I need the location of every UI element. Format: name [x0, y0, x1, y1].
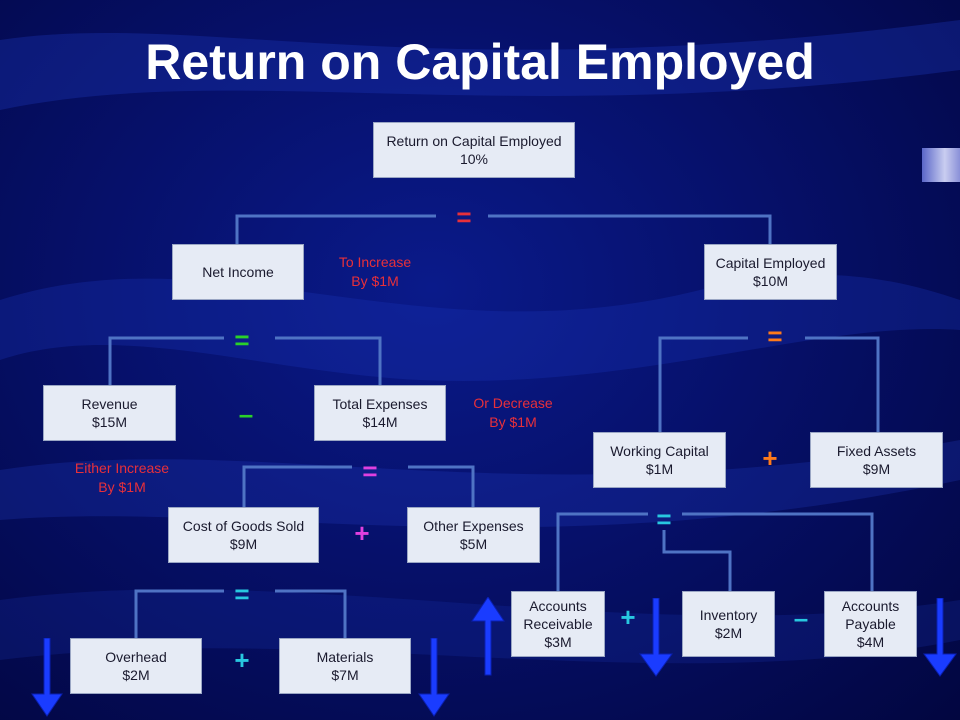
note-or-decrease-line1: Or Decrease — [473, 395, 553, 411]
total-expenses-value: $14M — [362, 414, 398, 430]
connector-ce-left — [658, 336, 748, 433]
net-income-label: Net Income — [202, 264, 274, 280]
op-equals-capital-employed: = — [767, 321, 783, 351]
cogs-value: $9M — [229, 536, 258, 552]
op-equals-roce: = — [456, 202, 472, 232]
materials-label: Materials — [316, 649, 374, 665]
capital-employed-label: Capital Employed — [715, 255, 826, 271]
arrow-down-materials-icon — [418, 638, 450, 717]
note-either-increase: Either Increase By $1M — [67, 459, 177, 497]
accounts-receivable-label-1: Accounts — [529, 598, 587, 614]
roce-label: Return on Capital Employed — [386, 133, 562, 149]
box-total-expenses: Total Expenses $14M — [314, 385, 446, 441]
connector-wc-right — [682, 512, 874, 592]
box-fixed-assets: Fixed Assets $9M — [810, 432, 943, 488]
overhead-value: $2M — [122, 667, 150, 683]
box-accounts-payable: Accounts Payable $4M — [824, 591, 917, 657]
working-capital-value: $1M — [645, 461, 674, 477]
box-revenue: Revenue $15M — [43, 385, 176, 441]
connector-roce-right — [488, 214, 772, 245]
cogs-label: Cost of Goods Sold — [182, 518, 305, 534]
op-plus-receivable: + — [620, 602, 636, 632]
connector-roce-left — [235, 214, 436, 245]
connector-cogs-left — [134, 589, 224, 640]
connector-te-left — [242, 465, 352, 508]
note-or-decrease: Or Decrease By $1M — [458, 394, 568, 432]
connector-ce-right — [805, 336, 880, 433]
box-accounts-receivable: Accounts Receivable $3M — [511, 591, 605, 657]
box-capital-employed: Capital Employed $10M — [704, 244, 837, 300]
connector-ni-right — [275, 336, 382, 386]
revenue-label: Revenue — [81, 396, 138, 412]
note-or-decrease-line2: By $1M — [489, 414, 537, 430]
op-equals-cogs: = — [234, 579, 250, 609]
working-capital-label: Working Capital — [610, 443, 709, 459]
fixed-assets-label: Fixed Assets — [836, 443, 917, 459]
accounts-payable-value: $4M — [856, 634, 885, 650]
note-either-increase-line1: Either Increase — [74, 460, 170, 476]
box-materials: Materials $7M — [279, 638, 411, 694]
fixed-assets-value: $9M — [862, 461, 891, 477]
accounts-payable-label-1: Accounts — [841, 598, 900, 614]
materials-value: $7M — [331, 667, 359, 683]
op-plus-overhead: + — [234, 645, 250, 675]
revenue-value: $15M — [91, 414, 128, 430]
connector-ni-left — [108, 336, 224, 386]
other-expenses-value: $5M — [459, 536, 488, 552]
arrow-down-payable-icon — [923, 598, 957, 677]
connector-te-right — [408, 465, 475, 508]
arrow-up-receivable-icon — [471, 597, 505, 676]
connector-wc-mid — [662, 530, 732, 592]
overhead-label: Overhead — [105, 649, 167, 665]
note-to-increase-line2: By $1M — [351, 273, 399, 289]
box-working-capital: Working Capital $1M — [593, 432, 726, 488]
total-expenses-label: Total Expenses — [332, 396, 428, 412]
inventory-label: Inventory — [699, 607, 758, 623]
op-equals-working-capital: = — [656, 504, 672, 534]
op-minus-inventory: – — [793, 603, 809, 633]
op-minus-revenue: – — [238, 399, 254, 429]
box-other-expenses: Other Expenses $5M — [407, 507, 540, 563]
op-equals-net-income: = — [234, 325, 250, 355]
box-net-income: Net Income — [172, 244, 304, 300]
note-either-increase-line2: By $1M — [98, 479, 146, 495]
slide-title: Return on Capital Employed — [145, 34, 815, 90]
connector-cogs-right — [275, 589, 347, 640]
arrow-down-overhead-icon — [31, 638, 63, 717]
op-plus-cogs: + — [354, 518, 370, 548]
note-to-increase-line1: To Increase — [338, 254, 412, 270]
box-cogs: Cost of Goods Sold $9M — [168, 507, 319, 563]
op-plus-working-capital: + — [762, 443, 778, 473]
connector-wc-left — [556, 512, 648, 592]
accounts-receivable-value: $3M — [544, 634, 572, 650]
box-roce: Return on Capital Employed 10% — [373, 122, 575, 178]
box-inventory: Inventory $2M — [682, 591, 775, 657]
op-equals-total-expenses: = — [362, 456, 378, 486]
accounts-receivable-label-2: Receivable — [523, 616, 593, 632]
note-to-increase: To Increase By $1M — [320, 253, 430, 291]
accounts-payable-label-2: Payable — [845, 616, 896, 632]
inventory-value: $2M — [714, 625, 743, 641]
roce-value: 10% — [459, 151, 489, 167]
box-overhead: Overhead $2M — [70, 638, 202, 694]
arrow-down-inventory-icon — [639, 598, 673, 677]
other-expenses-label: Other Expenses — [423, 518, 524, 534]
corner-tab-decoration — [922, 148, 960, 182]
capital-employed-value: $10M — [752, 273, 789, 289]
